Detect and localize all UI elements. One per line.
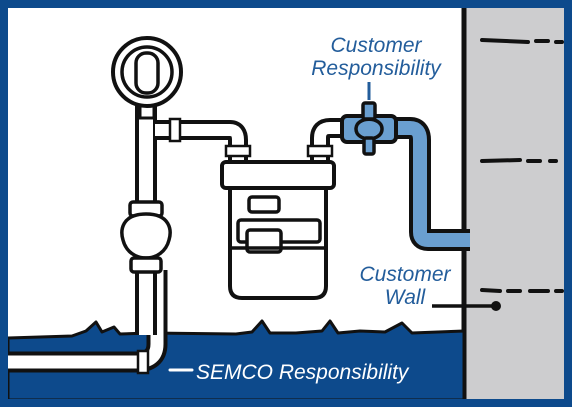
wall-texture-lines [480, 38, 564, 293]
customer-wall-line-2: Wall [384, 286, 426, 309]
meter-inlet-pipe [155, 117, 252, 168]
customer-house-line [390, 117, 470, 251]
shutoff-valve-icon [340, 101, 398, 156]
pressure-gauge-icon [111, 36, 183, 120]
customer-wall-label: Customer Wall [345, 263, 465, 309]
customer-wall-leader [432, 301, 501, 311]
customer-responsibility-line-1: Customer [330, 34, 422, 57]
service-line [8, 270, 194, 375]
gas-meter-icon [220, 160, 336, 300]
semco-responsibility-label: SEMCO Responsibility [196, 361, 409, 384]
customer-responsibility-line-2: Responsibility [311, 57, 441, 80]
customer-wall-line-1: Customer [359, 263, 451, 286]
customer-wall [461, 8, 564, 401]
meter-outlet-pipe [306, 118, 348, 168]
customer-responsibility-label: Customer Responsibility [296, 34, 456, 80]
pressure-regulator-icon [120, 200, 172, 274]
ground [6, 319, 466, 402]
